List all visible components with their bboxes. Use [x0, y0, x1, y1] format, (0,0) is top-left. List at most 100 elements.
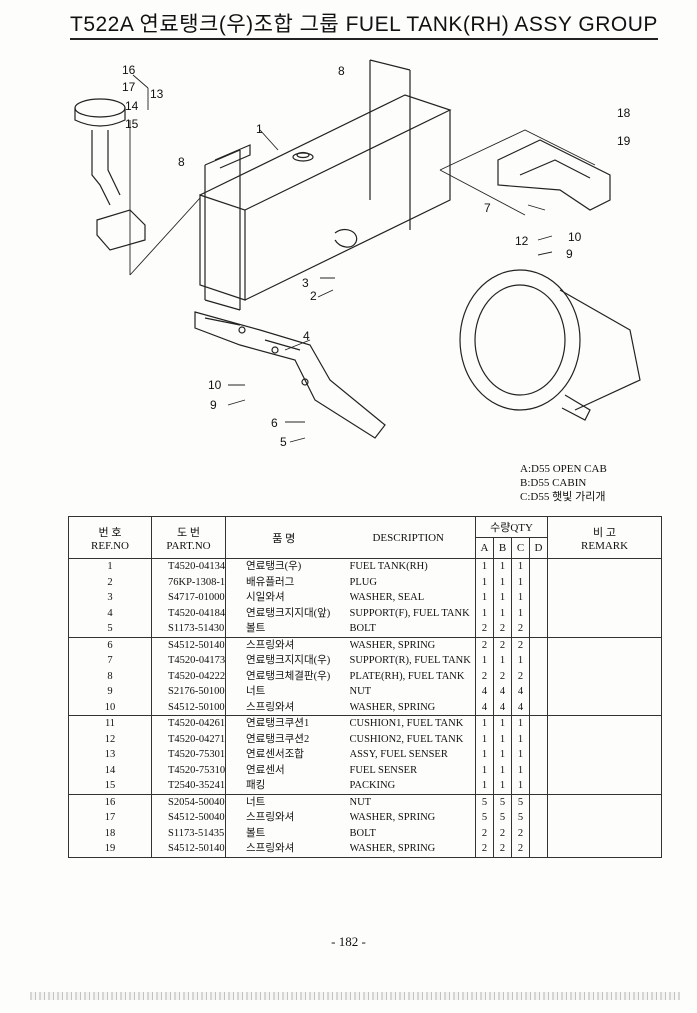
table-cell-line: 1: [481, 576, 488, 588]
table-cell-line: 1: [499, 592, 506, 603]
table-cell-line: 1: [481, 749, 488, 760]
table-cell-line: [548, 606, 661, 622]
qty-d-cell: [529, 558, 549, 637]
table-cell-line: 연료탱크(우): [246, 561, 302, 572]
table-cell-line: [530, 684, 547, 700]
table-cell-line: 시일와셔: [246, 592, 285, 603]
table-cell-line: 15: [104, 780, 116, 791]
table-cell-line: 5: [517, 812, 524, 823]
table-cell-line: [548, 559, 661, 575]
table-cell-line: 1: [499, 718, 506, 729]
svg-text:19: 19: [617, 134, 631, 148]
table-cell-line: T4520-75310: [168, 764, 225, 776]
table-cell-line: 1: [481, 655, 488, 666]
legend-c: C:D55 햇빛 가리개: [520, 491, 606, 503]
table-cell-line: WASHER, SEAL: [349, 592, 425, 603]
table-cell-line: [548, 747, 661, 763]
table-cell-line: 1: [499, 749, 506, 760]
remark-cell: [547, 558, 663, 637]
table-cell-line: WASHER, SPRING: [349, 843, 436, 854]
remark-cell: [547, 715, 663, 794]
page-title: T522A 연료탱크(우)조합 그룹 FUEL TANK(RH) ASSY GR…: [70, 13, 658, 36]
table-cell-line: [530, 747, 547, 763]
table-cell-line: 1: [517, 718, 524, 729]
table-cell-line: 1: [499, 780, 506, 791]
table-cell-line: [530, 559, 547, 575]
qty-b-header: B: [493, 537, 512, 559]
svg-text:10: 10: [568, 230, 582, 244]
table-cell-line: 1: [517, 780, 524, 791]
table-cell-line: 너트: [246, 796, 266, 808]
table-cell-line: T4520-04173: [168, 655, 225, 666]
table-cell-line: WASHER, SPRING: [349, 812, 436, 823]
svg-text:4: 4: [303, 329, 310, 343]
table-cell-line: 1: [481, 764, 488, 776]
table-cell-line: 16: [104, 796, 116, 808]
support-bracket-drawing: [194, 311, 386, 439]
table-cell-line: 12: [104, 733, 116, 745]
table-cell-line: 17: [104, 812, 116, 823]
table-cell-line: [530, 732, 547, 748]
table-cell-line: NUT: [349, 796, 372, 808]
name-header: 품 명: [225, 516, 342, 559]
table-cell-line: NUT: [349, 686, 372, 697]
fuel-tank-drawing: [199, 94, 452, 301]
table-cell-line: SUPPORT(R), FUEL TANK: [349, 655, 471, 666]
table-cell-line: T4520-04184: [168, 607, 225, 619]
table-cell-line: 6: [107, 639, 113, 651]
table-cell-line: S1173-51430: [168, 623, 225, 634]
table-cell-line: [548, 653, 661, 669]
table-cell-line: S4512-50140: [168, 843, 225, 854]
table-cell-line: 연료탱크쿠션2: [246, 733, 310, 745]
table-cell-line: [548, 732, 661, 748]
table-cell-line: [548, 763, 661, 779]
table-cell-line: 19: [104, 843, 116, 854]
table-cell-line: 연료탱크지지대(우): [246, 655, 331, 666]
table-cell-line: 스프링와셔: [246, 639, 295, 651]
table-cell-line: 배유플러그: [246, 576, 295, 588]
svg-text:8: 8: [338, 64, 345, 78]
table-cell-line: S4512-50100: [168, 701, 225, 713]
table-cell-line: 2: [481, 843, 488, 854]
table-cell-line: 4: [107, 607, 113, 619]
table-cell-line: 1: [517, 576, 524, 588]
table-cell-line: [530, 826, 547, 842]
table-cell-line: CUSHION1, FUEL TANK: [349, 718, 464, 729]
table-cell-line: 1: [517, 764, 524, 776]
transmission-housing-drawing: [459, 269, 641, 421]
table-cell-line: 1: [481, 733, 488, 745]
rear-support-drawing: [497, 139, 611, 211]
table-cell-line: T4520-04271: [168, 733, 225, 745]
table-cell-line: [548, 795, 661, 811]
table-cell-line: 2: [481, 639, 488, 651]
tank-strap-drawing: [204, 59, 411, 311]
table-cell-line: FUEL TANK(RH): [349, 561, 428, 572]
table-cell-line: 2: [499, 827, 506, 839]
table-cell-line: 1: [499, 655, 506, 666]
table-cell-line: S4512-50040: [168, 812, 225, 823]
table-cell-line: 2: [499, 843, 506, 854]
table-cell-line: 4: [517, 686, 524, 697]
remark-cell: [547, 794, 663, 857]
svg-text:1: 1: [256, 122, 263, 136]
table-cell-line: [530, 716, 547, 732]
